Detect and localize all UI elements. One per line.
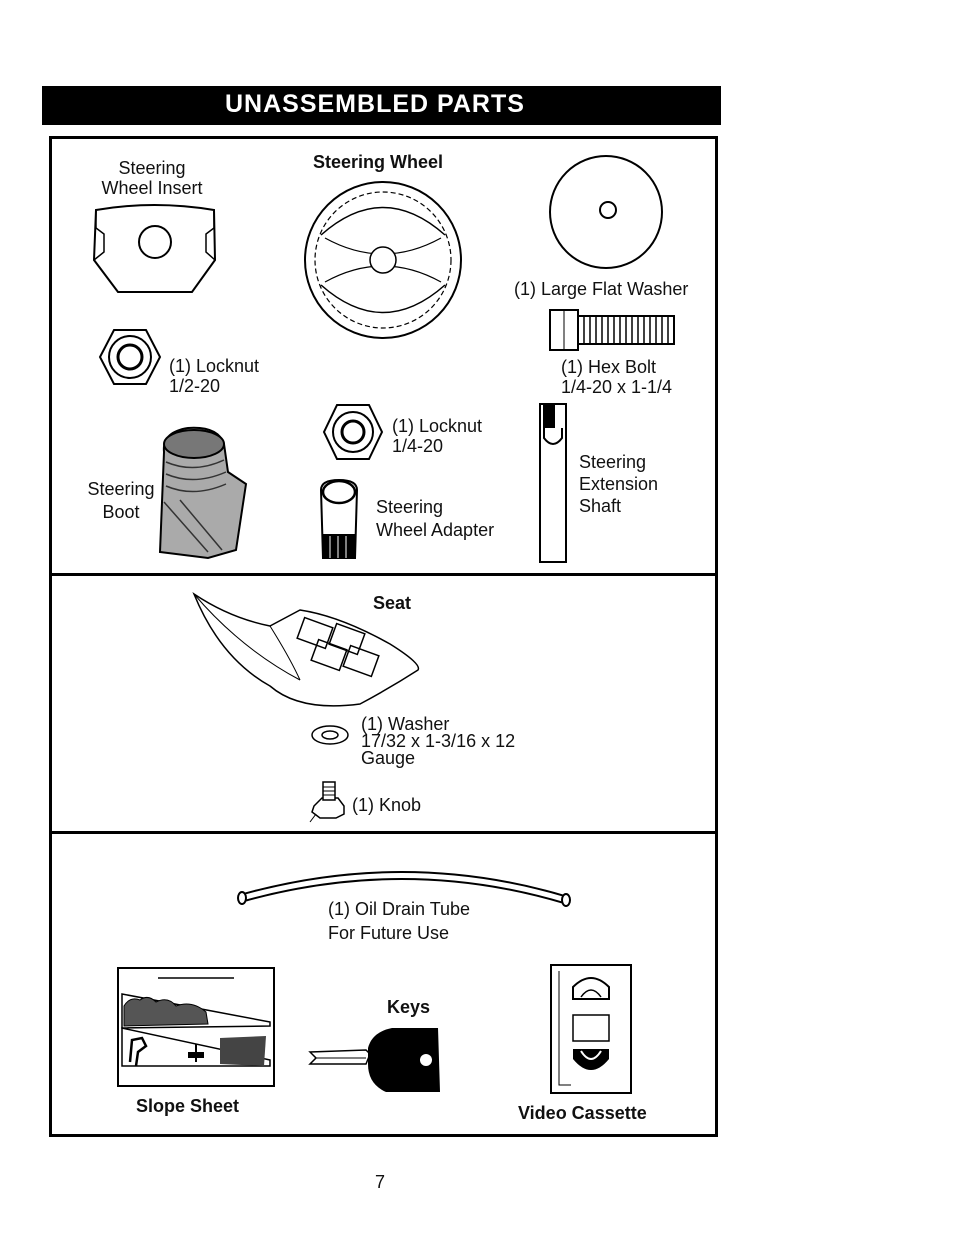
video-cassette-icon xyxy=(550,964,632,1094)
seat-label: Seat xyxy=(373,593,412,613)
parts-frame xyxy=(49,136,718,1137)
steering-extension-shaft-label: Steering Extension Shaft xyxy=(579,452,659,516)
locknut-small-icon xyxy=(322,404,384,460)
slope-sheet-label: Slope Sheet xyxy=(136,1096,240,1116)
page-number: 7 xyxy=(375,1172,386,1192)
steering-wheel-insert-icon xyxy=(92,204,217,293)
locknut-large-label: (1) Locknut 1/2-20 xyxy=(169,356,260,396)
steering-boot-label: Steering Boot xyxy=(87,479,155,522)
slope-sheet-icon xyxy=(117,967,275,1087)
washer-icon xyxy=(311,725,349,745)
washer-label: (1) Washer 17/32 x 1-3/16 x 12 Gauge xyxy=(361,714,516,768)
large-flat-washer-label: (1) Large Flat Washer xyxy=(514,279,689,299)
oil-drain-tube-icon xyxy=(237,871,571,907)
large-flat-washer-icon xyxy=(549,155,663,269)
section-divider-2 xyxy=(49,831,718,834)
section-divider-1 xyxy=(49,573,718,576)
steering-wheel-insert-label: Steering Wheel Insert xyxy=(101,158,203,198)
hex-bolt-icon xyxy=(549,309,675,351)
locknut-large-icon xyxy=(98,329,162,385)
locknut-small-label: (1) Locknut 1/4-20 xyxy=(392,416,483,456)
steering-extension-shaft-icon xyxy=(539,403,567,563)
section-title: UNASSEMBLED PARTS xyxy=(225,90,525,118)
steering-wheel-adapter-icon xyxy=(319,478,359,559)
steering-wheel-icon xyxy=(304,181,462,339)
knob-icon xyxy=(309,781,345,823)
oil-drain-tube-label: (1) Oil Drain Tube For Future Use xyxy=(328,899,471,943)
key-icon xyxy=(308,1028,440,1092)
steering-wheel-label: Steering Wheel xyxy=(313,152,444,172)
section-header: UNASSEMBLED PARTS xyxy=(42,86,721,125)
hex-bolt-label: (1) Hex Bolt 1/4-20 x 1-1/4 xyxy=(561,357,673,397)
steering-boot-icon xyxy=(158,426,248,560)
keys-label: Keys xyxy=(387,997,431,1017)
video-cassette-label: Video Cassette xyxy=(518,1103,647,1123)
steering-wheel-adapter-label: Steering Wheel Adapter xyxy=(376,497,495,540)
seat-icon xyxy=(192,592,420,707)
knob-label: (1) Knob xyxy=(352,795,422,815)
